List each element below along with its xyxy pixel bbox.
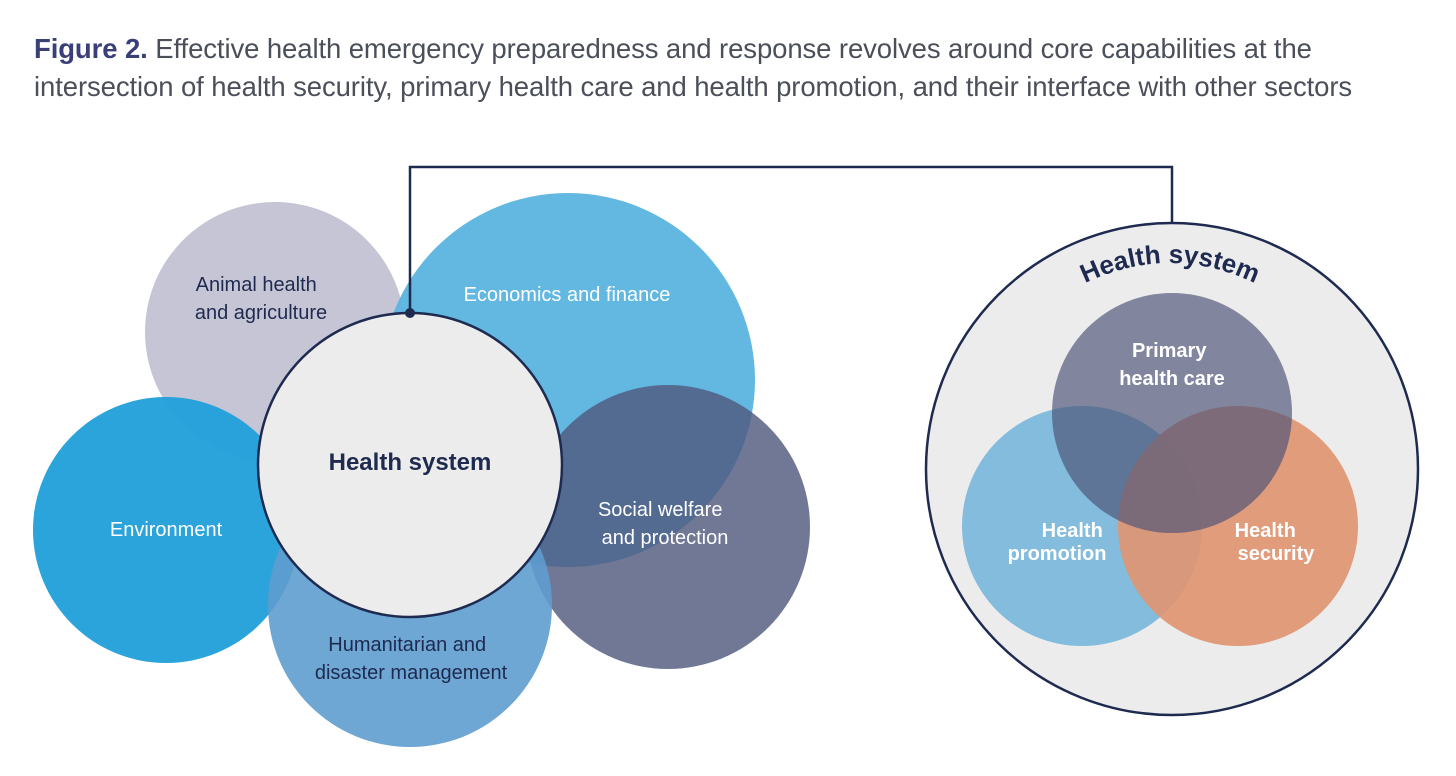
social-welfare-label: Social welfare and protection [598, 499, 728, 549]
figure-label: Figure 2. [34, 33, 148, 64]
primary-health-care-circle [1052, 293, 1292, 533]
figure-title-line1: Effective health emergency preparedness … [147, 33, 1312, 64]
health-promotion-label: Health promotion [1008, 520, 1109, 565]
primary-health-care-label: Primary health care [1119, 340, 1225, 390]
social-welfare-circle [526, 385, 810, 669]
humanitarian-label: Humanitarian and disaster management [315, 634, 508, 684]
health-system-center-label: Health system [329, 449, 492, 476]
environment-label: Environment [110, 519, 223, 541]
connector-dot [405, 308, 415, 318]
environment-circle [33, 397, 299, 663]
connector-line [408, 165, 1174, 313]
economics-finance-label: Economics and finance [464, 284, 671, 306]
health-security-label: Health security [1235, 520, 1316, 565]
figure-title: Figure 2. Effective health emergency pre… [34, 30, 1434, 106]
animal-health-label: Animal health and agriculture [195, 274, 327, 324]
figure-title-line2: intersection of health security, primary… [34, 71, 1353, 102]
